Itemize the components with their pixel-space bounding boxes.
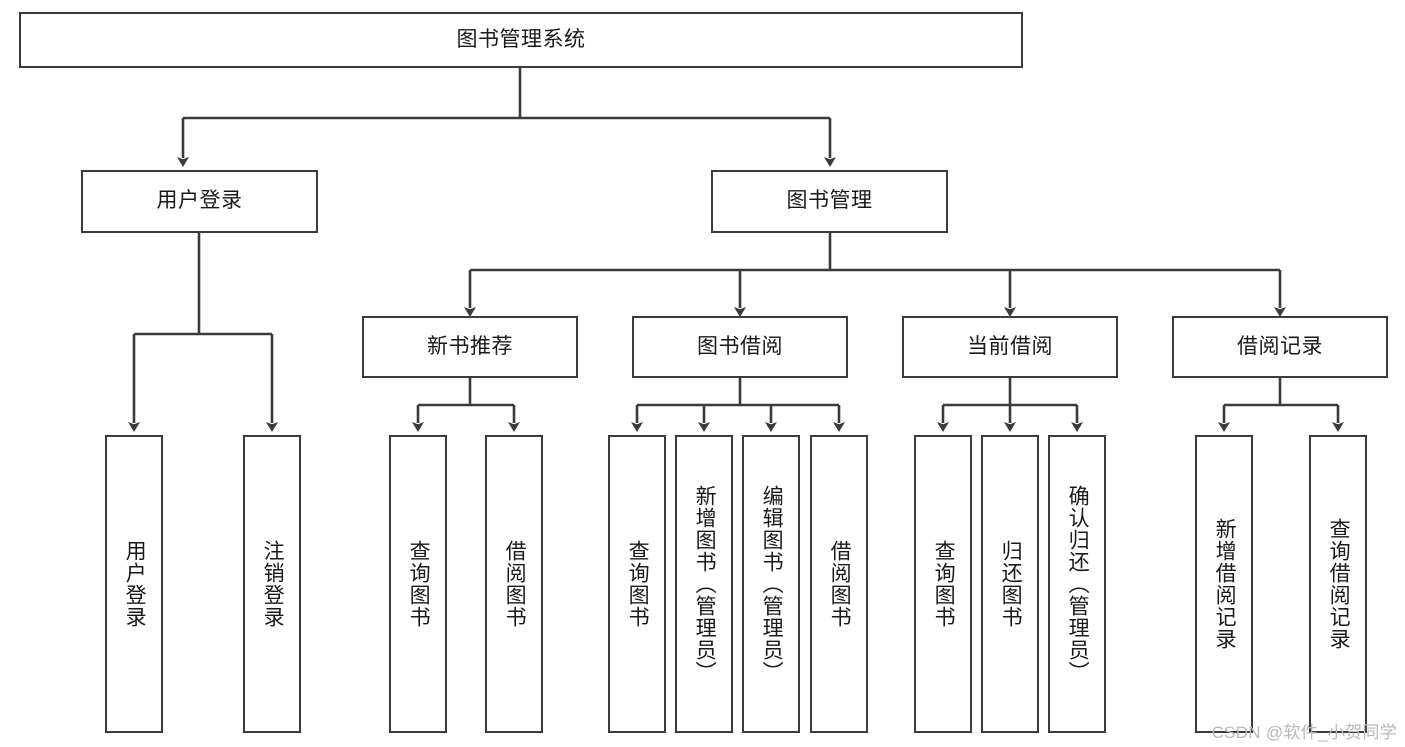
leaf-recommend-query-book[interactable]: 查询图书 — [389, 435, 447, 733]
node-borrow-record[interactable]: 借阅记录 — [1172, 316, 1388, 378]
watermark: CSDN @软件_小贺同学 — [1211, 723, 1397, 742]
node-label: 图书管理系统 — [456, 27, 586, 51]
node-label: 查询图书 — [626, 540, 650, 628]
leaf-borrow-borrow-book[interactable]: 借阅图书 — [810, 435, 868, 733]
leaf-user-login[interactable]: 用户登录 — [105, 435, 163, 733]
node-label: 用户登录 — [156, 189, 243, 213]
leaf-recommend-borrow-book[interactable]: 借阅图书 — [485, 435, 543, 733]
node-label: 当前借阅 — [967, 334, 1053, 358]
node-label: 查询图书 — [407, 540, 431, 628]
node-label: 编辑图书（管理员） — [760, 485, 784, 683]
node-root-system[interactable]: 图书管理系统 — [19, 12, 1023, 68]
leaf-borrow-add-book[interactable]: 新增图书（管理员） — [675, 435, 733, 733]
leaf-current-query-book[interactable]: 查询图书 — [914, 435, 972, 733]
node-label: 查询借阅记录 — [1327, 518, 1351, 650]
leaf-borrow-query-book[interactable]: 查询图书 — [608, 435, 666, 733]
leaf-user-logout[interactable]: 注销登录 — [243, 435, 301, 733]
node-label: 查询图书 — [932, 540, 956, 628]
node-book-management[interactable]: 图书管理 — [711, 170, 948, 233]
node-user-login[interactable]: 用户登录 — [81, 170, 318, 233]
node-new-book-recommend[interactable]: 新书推荐 — [362, 316, 578, 378]
node-current-borrow[interactable]: 当前借阅 — [902, 316, 1118, 378]
node-label: 用户登录 — [123, 540, 147, 628]
leaf-current-return-book[interactable]: 归还图书 — [981, 435, 1039, 733]
node-label: 借阅图书 — [503, 540, 527, 628]
node-label: 图书管理 — [786, 189, 873, 213]
leaf-record-add-record[interactable]: 新增借阅记录 — [1195, 435, 1253, 733]
node-label: 新增图书（管理员） — [693, 485, 717, 683]
node-label: 归还图书 — [999, 540, 1023, 628]
leaf-record-query-record[interactable]: 查询借阅记录 — [1309, 435, 1367, 733]
node-label: 图书借阅 — [697, 334, 783, 358]
node-label: 注销登录 — [261, 540, 285, 628]
node-label: 确认归还（管理员） — [1066, 485, 1090, 683]
node-book-borrow[interactable]: 图书借阅 — [632, 316, 848, 378]
node-label: 借阅图书 — [828, 540, 852, 628]
node-label: 新增借阅记录 — [1213, 518, 1237, 650]
node-label: 新书推荐 — [427, 334, 513, 358]
leaf-current-confirm-return[interactable]: 确认归还（管理员） — [1048, 435, 1106, 733]
leaf-borrow-edit-book[interactable]: 编辑图书（管理员） — [742, 435, 800, 733]
node-label: 借阅记录 — [1237, 334, 1323, 358]
